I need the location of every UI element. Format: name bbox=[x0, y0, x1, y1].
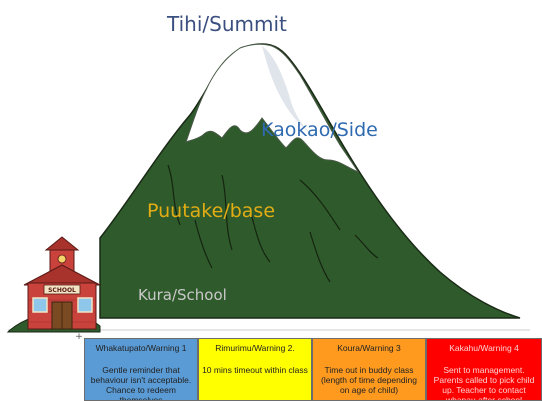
warning-3-body: Time out in buddy class (length of time … bbox=[321, 365, 417, 395]
warning-4-body: Sent to management. Parents called to pi… bbox=[433, 365, 535, 401]
warning-1-body: Gentle reminder that behaviour isn't acc… bbox=[90, 365, 192, 401]
snow-shading bbox=[262, 46, 320, 140]
warning-card-1: Whakatupato/Warning 1 Gentle reminder th… bbox=[84, 338, 198, 401]
warning-2-body: 10 mins timeout within class bbox=[202, 365, 308, 375]
school-house-icon bbox=[6, 236, 101, 333]
side-label: Kaokao/Side bbox=[261, 119, 378, 141]
warning-card-2: Rimurimu/Warning 2. 10 mins timeout with… bbox=[198, 338, 312, 401]
warning-card-4: Kakahu/Warning 4 Sent to management. Par… bbox=[426, 338, 542, 401]
warning-3-title: Koura/Warning 3 bbox=[337, 343, 401, 353]
snow-cap bbox=[185, 43, 360, 174]
warning-1-title: Whakatupato/Warning 1 bbox=[95, 343, 187, 353]
school-sign-text: SCHOOL bbox=[48, 287, 76, 294]
summit-label: Tihi/Summit bbox=[167, 12, 287, 36]
school-label: Kura/School bbox=[138, 286, 227, 304]
warning-4-title: Kakahu/Warning 4 bbox=[449, 343, 519, 353]
mountain-shape bbox=[99, 43, 521, 319]
warning-2-title: Rimurimu/Warning 2. bbox=[215, 343, 295, 353]
mountain-crevices bbox=[167, 164, 379, 283]
warning-card-3: Koura/Warning 3 Time out in buddy class … bbox=[312, 338, 426, 401]
move-handle-icon: + bbox=[75, 332, 83, 342]
base-label: Puutake/base bbox=[147, 200, 276, 222]
